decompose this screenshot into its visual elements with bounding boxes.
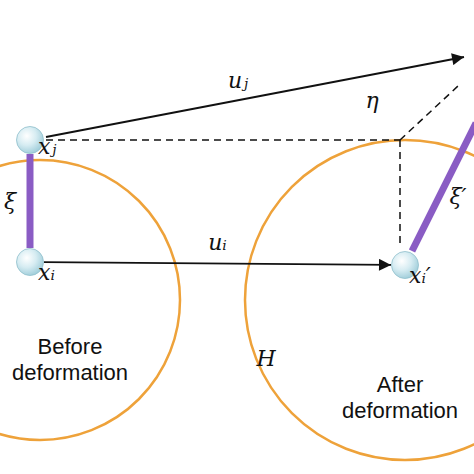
bond <box>27 154 34 248</box>
particle-label: xⱼ <box>38 134 56 159</box>
deformed-bond <box>412 123 474 251</box>
particle: xᵢ′ <box>391 251 419 279</box>
displacement-arrow <box>44 262 391 265</box>
state-caption: After deformation <box>335 372 465 424</box>
label-holder: H <box>256 346 275 371</box>
symbol-label: ξ′ <box>449 184 466 209</box>
label-holder: ξ′ <box>449 184 466 209</box>
label-holder: η <box>365 88 378 113</box>
particle-label: xᵢ <box>38 260 55 285</box>
label-holder: ξ <box>4 189 16 214</box>
symbol-label: η <box>365 88 378 113</box>
particle: xⱼ <box>16 126 44 154</box>
edge-label: uᵢ <box>208 229 227 254</box>
particle-label: xᵢ′ <box>409 263 431 288</box>
label-holder: uᵢ <box>208 229 227 254</box>
symbol-label: H <box>256 346 275 371</box>
label-holder: uⱼ <box>228 68 248 93</box>
dashed-guide <box>399 140 401 246</box>
label-holder: After deformation <box>335 372 465 424</box>
dashed-guide <box>46 139 400 141</box>
symbol-label: uⱼ <box>228 68 248 93</box>
label-holder: Before deformation <box>5 334 135 386</box>
edge-label: ξ <box>4 189 16 214</box>
displacement-arrow <box>46 57 464 137</box>
state-caption: Before deformation <box>5 334 135 386</box>
dashed-guide <box>400 86 458 140</box>
particle: xᵢ <box>16 248 44 276</box>
